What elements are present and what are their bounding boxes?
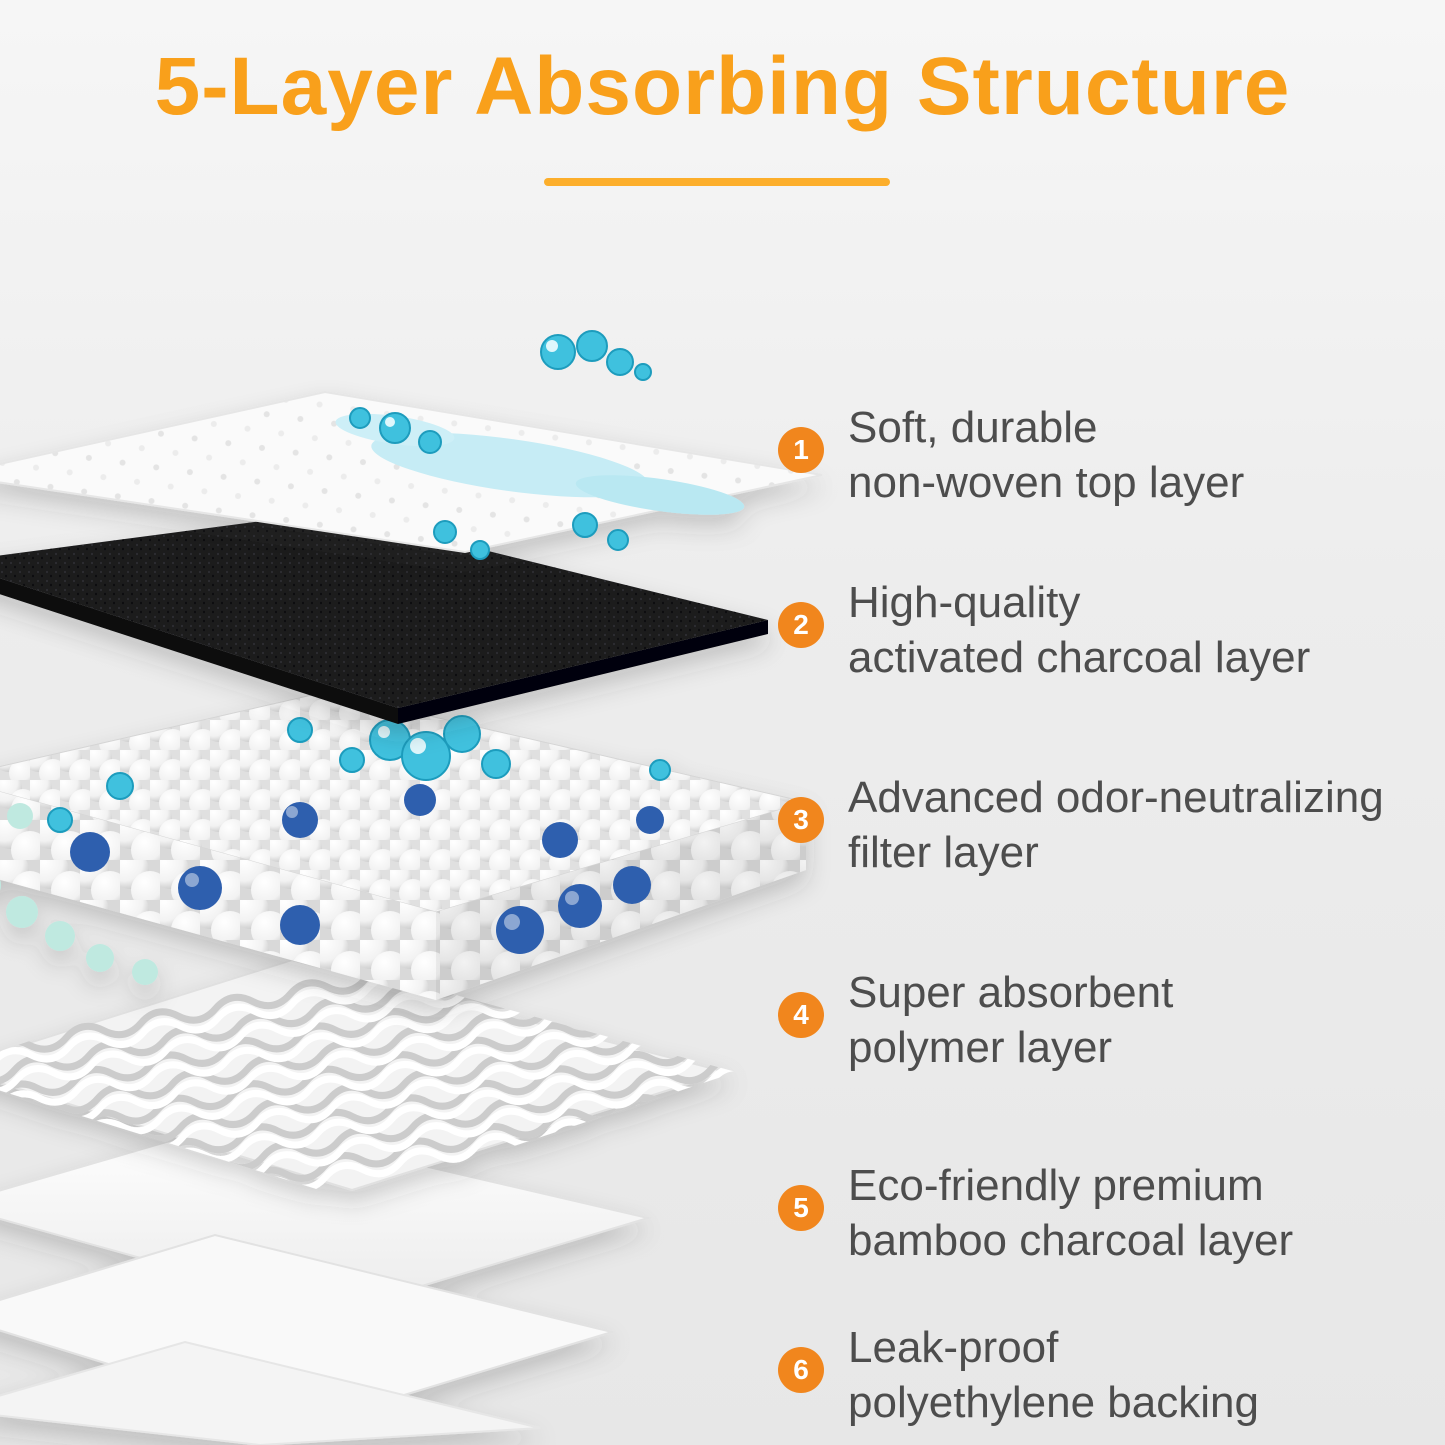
layer-label-line1: Advanced odor-neutralizing <box>848 773 1384 822</box>
layer-diagram-illustration <box>0 330 823 1445</box>
layer-label: Super absorbent polymer layer <box>848 965 1173 1075</box>
layer-item-5: 5 Eco-friendly premium bamboo charcoal l… <box>778 1158 1293 1268</box>
layer-number-badge: 2 <box>778 602 824 648</box>
layer-number-badge: 6 <box>778 1347 824 1393</box>
layer-label-line2: polyethylene backing <box>848 1378 1259 1427</box>
mint-beads-graphic <box>0 803 158 985</box>
layer-label: Eco-friendly premium bamboo charcoal lay… <box>848 1158 1293 1268</box>
bead-layer-graphic <box>0 691 808 1000</box>
layer-item-3: 3 Advanced odor-neutralizing filter laye… <box>778 770 1384 880</box>
layer-label-line1: Eco-friendly premium <box>848 1161 1264 1210</box>
title-underline <box>544 178 890 186</box>
layer-number-badge: 3 <box>778 797 824 843</box>
layer-number-badge: 4 <box>778 992 824 1038</box>
page-title: 5-Layer Absorbing Structure <box>154 41 1291 132</box>
backing-sheets-graphic <box>0 1120 652 1445</box>
layer-label-line1: High-quality <box>848 578 1081 627</box>
layer-label-line2: bamboo charcoal layer <box>848 1216 1294 1265</box>
layer-item-4: 4 Super absorbent polymer layer <box>778 965 1173 1075</box>
layer-label-line2: polymer layer <box>848 1023 1113 1072</box>
top-sheet-graphic <box>0 390 823 554</box>
layer-number: 6 <box>793 1354 809 1385</box>
bead-droplets-graphic <box>47 715 671 833</box>
layer-label: High-quality activated charcoal layer <box>848 575 1310 685</box>
layer-item-6: 6 Leak-proof polyethylene backing <box>778 1320 1259 1430</box>
layer-label-line2: filter layer <box>848 828 1039 877</box>
layer-label: Advanced odor-neutralizing filter layer <box>848 770 1384 880</box>
water-droplets-graphic <box>349 330 652 560</box>
layer-label-line2: non-woven top layer <box>848 458 1245 507</box>
layer-label: Leak-proof polyethylene backing <box>848 1320 1259 1430</box>
charcoal-layer-graphic <box>0 512 768 724</box>
layer-number: 3 <box>793 804 809 835</box>
layer-label: Soft, durable non-woven top layer <box>848 400 1244 510</box>
layer-label-line1: Soft, durable <box>848 403 1098 452</box>
layer-legend: 1 Soft, durable non-woven top layer 2 Hi… <box>778 0 1438 1445</box>
layer-number-badge: 5 <box>778 1185 824 1231</box>
layer-label-line1: Leak-proof <box>848 1323 1059 1372</box>
layer-number: 2 <box>793 609 809 640</box>
blue-beads-graphic <box>70 784 664 954</box>
layer-number: 4 <box>793 999 809 1030</box>
layer-label-line1: Super absorbent <box>848 968 1174 1017</box>
layer-number: 1 <box>793 434 809 465</box>
layer-item-2: 2 High-quality activated charcoal layer <box>778 575 1310 685</box>
layer-number: 5 <box>793 1192 809 1223</box>
layer-label-line2: activated charcoal layer <box>848 633 1311 682</box>
layer-item-1: 1 Soft, durable non-woven top layer <box>778 400 1244 510</box>
wave-layer-graphic <box>0 903 756 1271</box>
layer-number-badge: 1 <box>778 427 824 473</box>
